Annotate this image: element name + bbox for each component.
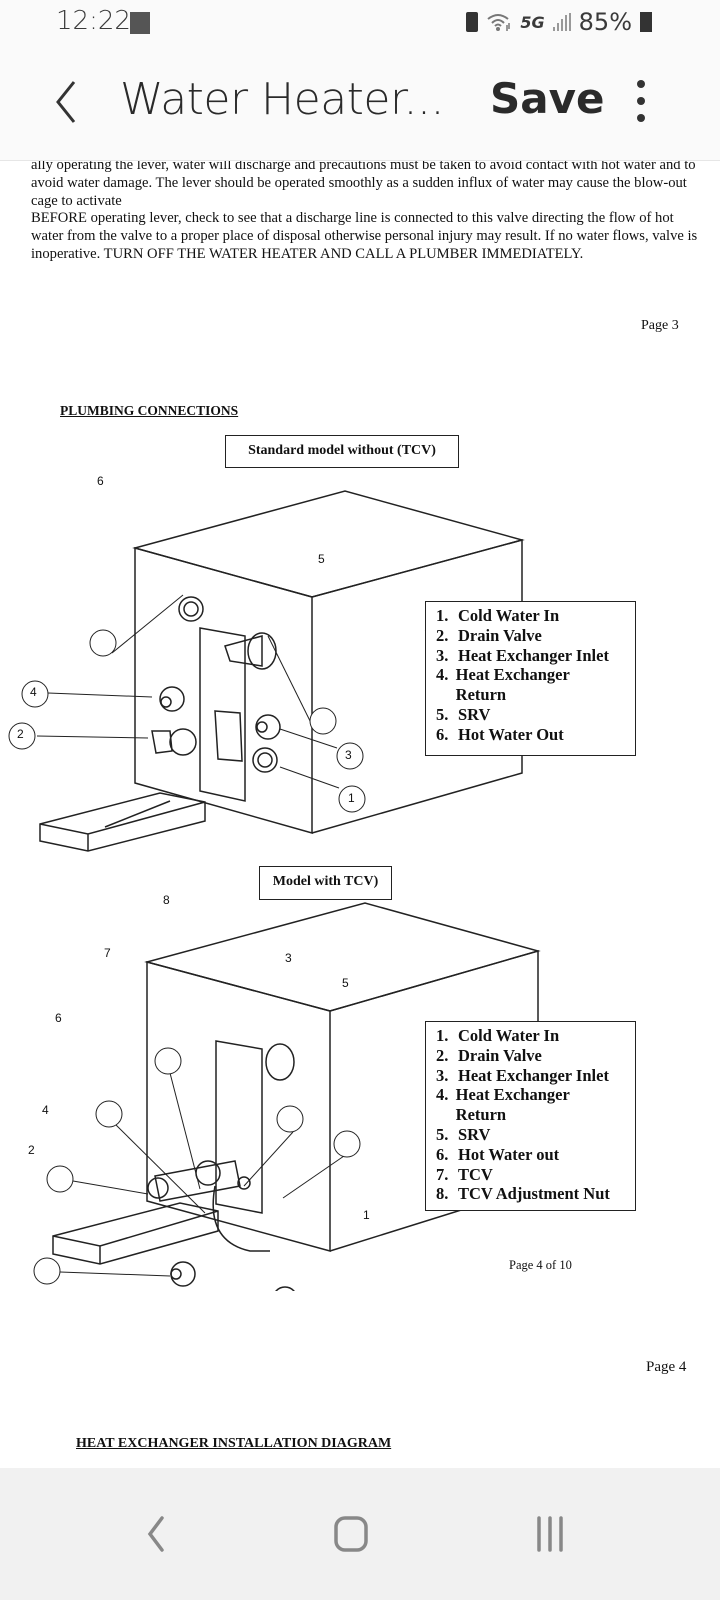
callout-label: 8 [163, 893, 170, 907]
document-viewer[interactable]: ally operating the lever, water will dis… [0, 161, 720, 1468]
callout-label: 4 [42, 1103, 49, 1117]
callout-8 [154, 1047, 182, 1075]
battery-icon [640, 12, 652, 32]
back-button[interactable] [48, 78, 88, 128]
legend-item: 7.TCV [436, 1164, 493, 1184]
callout-1 [338, 785, 366, 813]
nav-back-icon [147, 1516, 164, 1552]
callout-label: 2 [28, 1143, 35, 1157]
more-options-button[interactable] [634, 80, 648, 124]
callout-label: 3 [285, 951, 292, 965]
legend-item: 2.Drain Valve [436, 625, 542, 645]
callout-label: 7 [104, 946, 111, 960]
callout-label: 5 [342, 976, 349, 990]
callouts [8, 629, 366, 813]
heater-front-face [134, 547, 313, 834]
legend-item: 6.Hot Water Out [436, 724, 564, 744]
tcv-pipe [154, 1160, 241, 1202]
callout-3 [276, 1105, 304, 1133]
heater-top-face [144, 902, 541, 1012]
legend-item: 1.Cold Water In [436, 1026, 560, 1045]
paragraph-before-operating: BEFORE operating lever, check to see tha… [31, 210, 698, 263]
legend-item: 5.SRV [436, 1124, 491, 1144]
nav-back-button[interactable] [120, 1498, 190, 1568]
tcv-model-diagram [33, 902, 541, 1291]
legend-item: 4.Heat Exchanger Return [436, 665, 570, 705]
drain-tray [39, 792, 206, 852]
page-number-4: Page 4 [646, 1359, 687, 1375]
battery-saver-icon [466, 12, 479, 32]
callout-2 [8, 722, 36, 750]
drain-tray [52, 1202, 219, 1265]
nav-home-icon [334, 1516, 368, 1552]
callout-4 [33, 1257, 61, 1285]
nav-recents-button[interactable] [515, 1498, 585, 1568]
standard-model-legend: 1.Cold Water In 2.Drain Valve 3.Heat Exc… [425, 601, 636, 756]
status-bar: 12:22 5G 85% [0, 0, 720, 48]
signal-icon [552, 13, 571, 31]
save-button[interactable]: Save [490, 74, 605, 123]
access-panel [215, 1040, 263, 1214]
plumbing-connections-heading: PLUMBING CONNECTIONS [60, 403, 239, 418]
paragraph-lever-warning: ally operating the lever, water will dis… [31, 161, 696, 210]
callout-5 [309, 707, 337, 735]
access-panel [199, 627, 246, 802]
callout-label: 4 [30, 685, 37, 699]
status-icons: 5G 85% [466, 8, 652, 36]
standard-model-title: Standard model without (TCV) [225, 435, 459, 468]
heater-top-face [132, 490, 525, 598]
app-bar: Water Heater... Save [0, 48, 720, 161]
nav-home-button[interactable] [315, 1498, 385, 1568]
tcv-model-title: Model with TCV) [259, 866, 392, 900]
nav-recents-icon [537, 1516, 563, 1552]
callout-6 [46, 1165, 74, 1193]
callout-3 [336, 742, 364, 770]
legend-item: 1.Cold Water In [436, 606, 560, 625]
callout-label: 1 [363, 1208, 370, 1222]
more-vertical-icon [637, 80, 645, 88]
page-number-3: Page 3 [641, 318, 679, 333]
legend-item: 8.TCV Adjustment Nut [436, 1184, 610, 1204]
callout-7 [95, 1100, 123, 1128]
legend-item: 3.Heat Exchanger Inlet [436, 645, 609, 665]
gallery-notification-icon [130, 12, 150, 34]
callout-label: 1 [348, 791, 355, 805]
callouts [33, 1047, 361, 1285]
wifi-icon [487, 14, 511, 31]
heat-exchanger-heading: HEAT EXCHANGER INSTALLATION DIAGRAM [76, 1436, 392, 1451]
callout-label: 2 [17, 727, 24, 741]
legend-item: 3.Heat Exchanger Inlet [436, 1065, 609, 1085]
chevron-left-icon [56, 81, 76, 123]
callout-label: 5 [318, 552, 325, 566]
legend-item: 4.Heat Exchanger Return [436, 1085, 570, 1125]
callout-label: 3 [345, 748, 352, 762]
legend-item: 5.SRV [436, 704, 491, 724]
callout-6 [89, 629, 117, 657]
status-time: 12:22 [56, 6, 131, 36]
callout-label: 6 [55, 1011, 62, 1025]
network-type: 5G [520, 12, 545, 32]
page-4-of-10-label: Page 4 of 10 [509, 1258, 572, 1272]
legend-item: 2.Drain Valve [436, 1045, 542, 1065]
document-title: Water Heater... [120, 74, 445, 125]
callout-5 [333, 1130, 361, 1158]
navigation-bar [0, 1468, 720, 1600]
battery-percent: 85% [578, 8, 632, 36]
callout-label: 6 [97, 474, 104, 488]
legend-item: 6.Hot Water out [436, 1144, 560, 1164]
callout-4 [21, 680, 49, 708]
standard-model-diagram [8, 490, 525, 852]
tcv-model-legend: 1.Cold Water In 2.Drain Valve 3.Heat Exc… [425, 1021, 636, 1211]
